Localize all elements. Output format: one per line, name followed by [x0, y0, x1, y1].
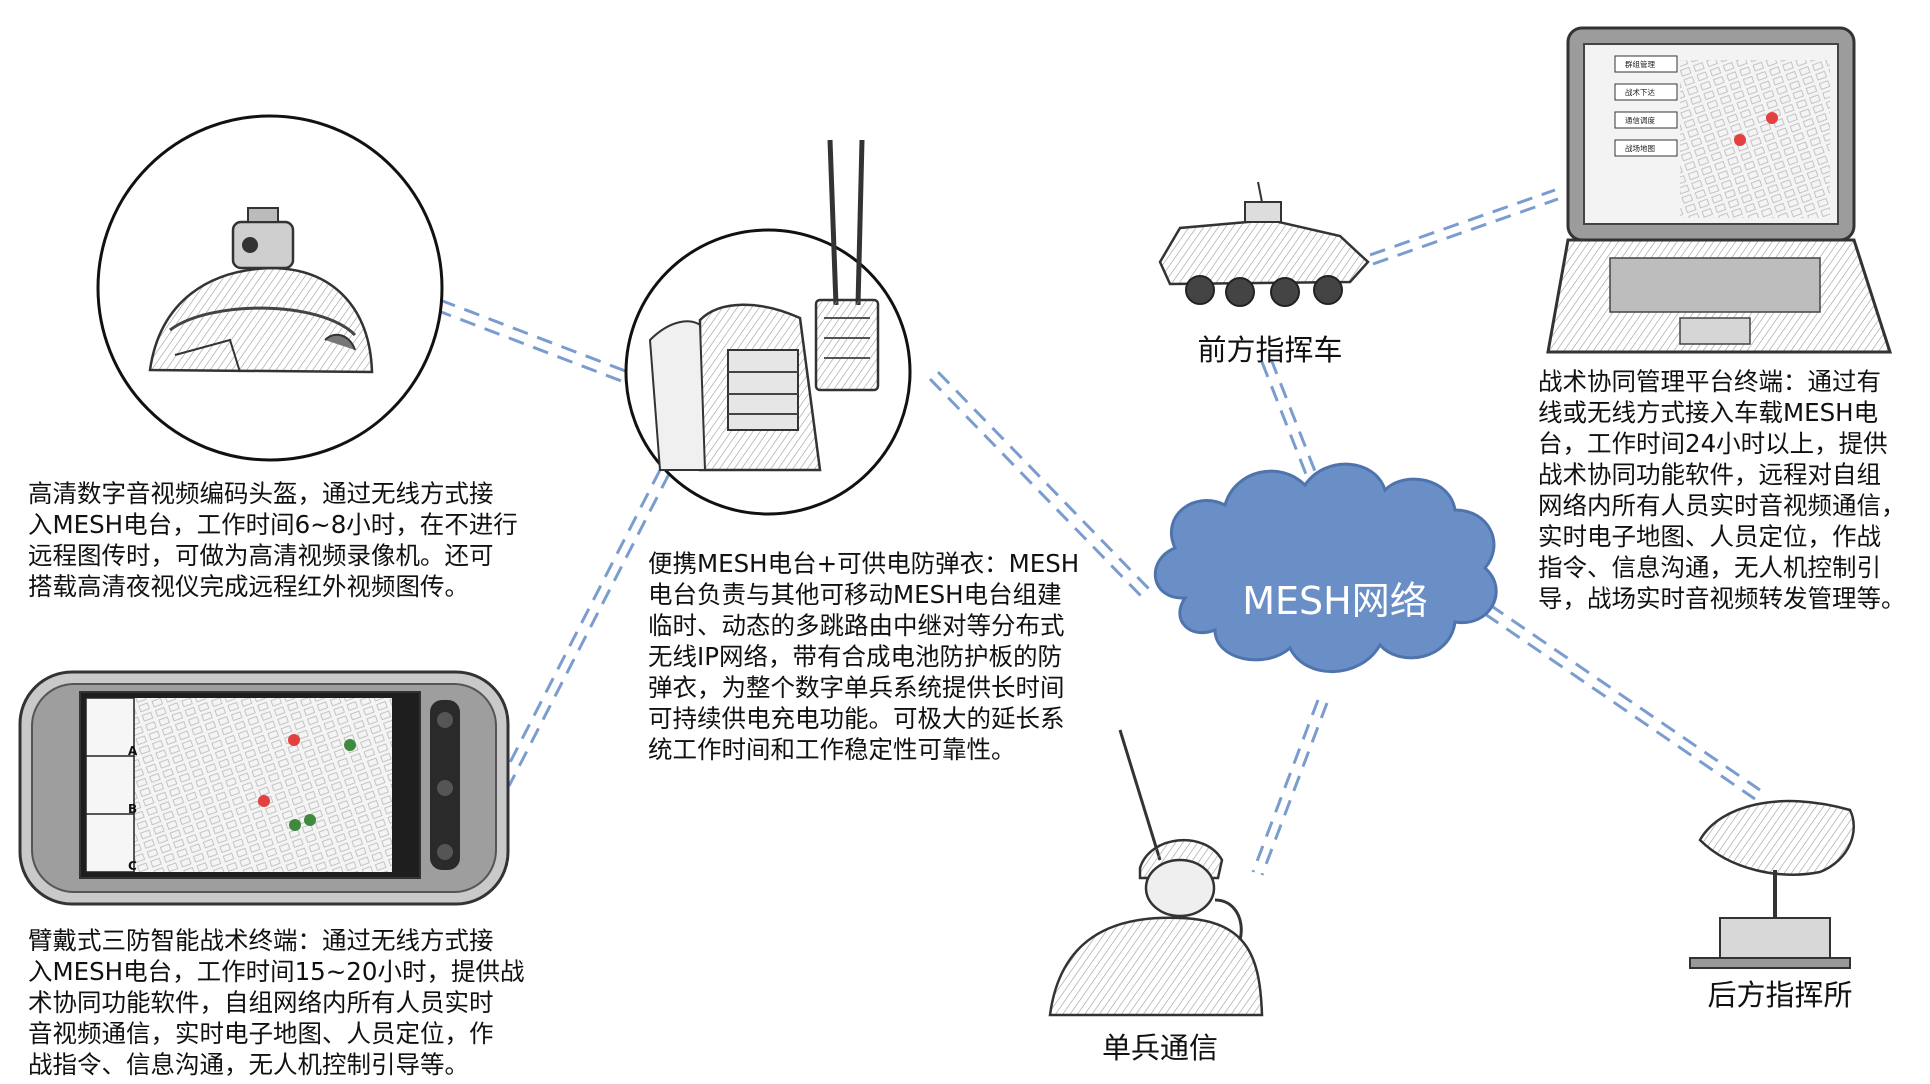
- mesh-cloud-icon: [1153, 462, 1498, 674]
- radar-station-icon: [1689, 799, 1855, 969]
- links: [435, 188, 1761, 876]
- link-vehicle-laptop: [1369, 188, 1559, 266]
- link-cloud-rear: [1484, 603, 1761, 801]
- side-key-b: B: [128, 802, 137, 816]
- arm-terminal-description: 臂戴式三防智能战术终端：通过无线方式接 入MESH电台，工作时间15~20小时，…: [28, 926, 525, 1079]
- side-key-c: C: [128, 859, 137, 873]
- side-key-a: A: [128, 744, 138, 758]
- laptop-menu: 群组管理 战术下达 通信调度 战场地图: [1614, 55, 1678, 157]
- link-cloud-soldier: [1251, 699, 1329, 876]
- radio-vest-node: [624, 139, 912, 516]
- laptop-terminal-description: 战术协同管理平台终端：通过有 线或无线方式接入车载MESH电 台，工作时间24小…: [1538, 367, 1906, 613]
- laptop-menu-item-dispatch: 通信调度: [1625, 115, 1655, 125]
- soldier-label: 单兵通信: [1101, 1031, 1218, 1065]
- helmet-camera-icon: [148, 207, 374, 374]
- mesh-network-label: MESH网络: [1242, 579, 1428, 623]
- laptop-menu-item-tactics: 战术下达: [1625, 87, 1655, 97]
- map-pin-icon: [258, 734, 300, 807]
- rear-command-label: 后方指挥所: [1707, 978, 1853, 1012]
- radio-vest-description: 便携MESH电台+可供电防弹衣：MESH 电台负责与其他可移动MESH电台组建 …: [648, 549, 1080, 764]
- laptop-menu-item-groups: 群组管理: [1625, 59, 1655, 69]
- radio-vest-icon: [648, 139, 880, 472]
- front-command-label: 前方指挥车: [1197, 333, 1343, 367]
- soldier-icon: [1048, 729, 1264, 1017]
- arm-terminal-node: A B C: [18, 670, 510, 906]
- laptop-menu-item-map: 战场地图: [1625, 143, 1655, 153]
- helmet-description: 高清数字音视频编码头盔，通过无线方式接 入MESH电台，工作时间6~8小时，在不…: [28, 479, 518, 601]
- laptop-terminal-node: 群组管理 战术下达 通信调度 战场地图: [1546, 26, 1893, 354]
- link-helmet-radio: [435, 298, 629, 384]
- map-pin-icon: [1734, 112, 1778, 146]
- helmet-node: [96, 114, 444, 462]
- armored-vehicle-icon: [1158, 181, 1370, 307]
- location-marker-icon: [289, 739, 356, 831]
- link-radio-arm-terminal: [498, 469, 671, 787]
